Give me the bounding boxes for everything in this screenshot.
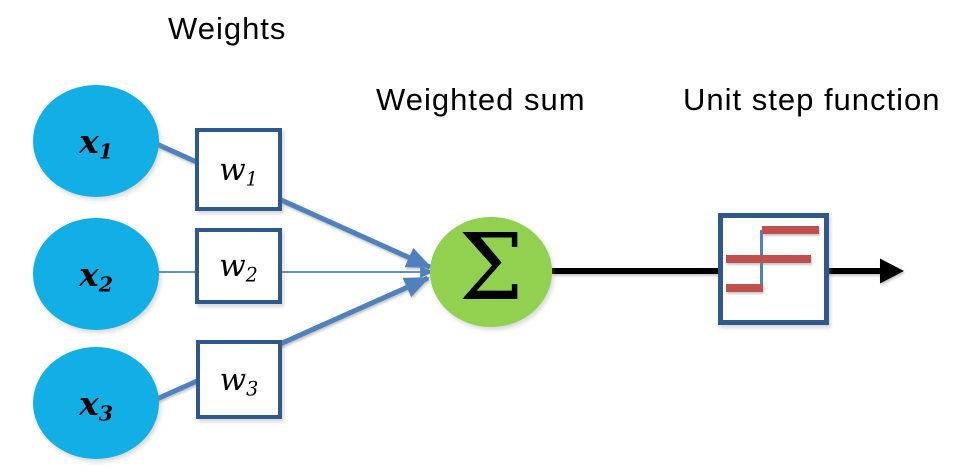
weight-box-w2: w2 — [195, 228, 282, 304]
weight-label-w1: w1 — [219, 151, 258, 190]
output-arrowhead-icon — [880, 258, 904, 284]
unit-step-heading: Unit step function — [683, 82, 941, 117]
weight-box-w1: w1 — [195, 128, 282, 211]
step-function-axis-bar — [726, 255, 811, 263]
input-node-x2: x2 — [33, 218, 159, 330]
step-function-high-level-bar — [762, 226, 819, 234]
connector-x3-to-sum — [148, 275, 430, 405]
input-node-x1: x1 — [33, 85, 159, 197]
weight-label-w3: w3 — [219, 361, 259, 400]
weight-label-w2: w2 — [219, 248, 258, 287]
input-label-x2: x2 — [79, 254, 113, 297]
sum-node: Σ — [430, 217, 552, 327]
input-label-x3: x3 — [79, 383, 113, 426]
weight-box-w3: w3 — [196, 340, 282, 419]
input-label-x1: x1 — [79, 121, 113, 164]
connector-x1-to-sum — [148, 138, 432, 270]
weights-heading: Weights — [168, 11, 287, 46]
unit-step-box — [718, 213, 829, 325]
sigma-icon: Σ — [458, 214, 524, 321]
step-function-low-level-bar — [726, 284, 763, 292]
input-node-x3: x3 — [33, 347, 159, 459]
weighted-sum-heading: Weighted sum — [376, 82, 586, 117]
